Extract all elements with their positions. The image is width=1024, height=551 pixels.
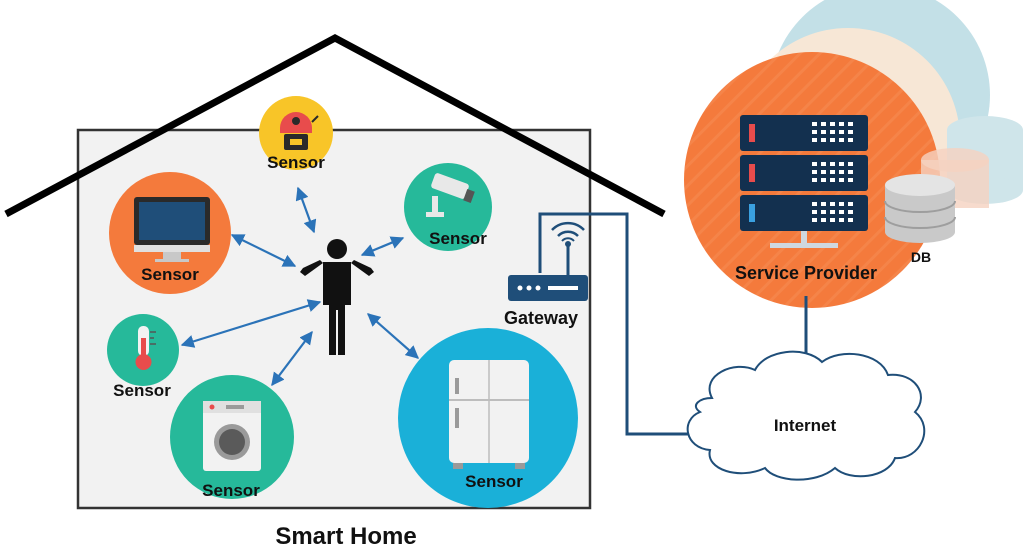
database-icon: [884, 174, 956, 243]
washer-sensor: [170, 375, 294, 499]
sensor-thermo-label: Sensor: [113, 381, 171, 400]
person-icon: [300, 239, 374, 355]
monitor-icon: [134, 197, 210, 262]
smart-home-label: Smart Home: [275, 523, 416, 550]
camera-sensor: [404, 163, 492, 251]
gateway-label: Gateway: [504, 308, 578, 328]
sensor-tv-label: Sensor: [141, 265, 199, 284]
router-icon: [508, 221, 588, 301]
thermometer-sensor: [107, 314, 179, 386]
sensor-camera-label: Sensor: [429, 229, 487, 248]
cloud-icon: [686, 350, 926, 481]
sensor-arrows: [180, 186, 419, 387]
washing-machine-icon: [203, 401, 261, 471]
sensor-washer-label: Sensor: [202, 481, 260, 500]
service-provider-backdrop: [684, 0, 1023, 308]
sensor-alarm-label: Sensor: [267, 153, 325, 172]
db-label: DB: [911, 249, 931, 265]
server-icon: [740, 115, 868, 248]
internet-label: Internet: [774, 416, 837, 435]
fridge-sensor: [398, 328, 578, 508]
alarm-sensor: [259, 96, 333, 170]
security-camera-icon: [426, 173, 475, 217]
tv-sensor: [109, 172, 231, 294]
alarm-bell-icon: [280, 112, 319, 150]
thermometer-icon: [135, 326, 156, 370]
refrigerator-icon: [449, 360, 529, 469]
sensor-fridge-label: Sensor: [465, 472, 523, 491]
service-provider-label: Service Provider: [735, 263, 877, 283]
